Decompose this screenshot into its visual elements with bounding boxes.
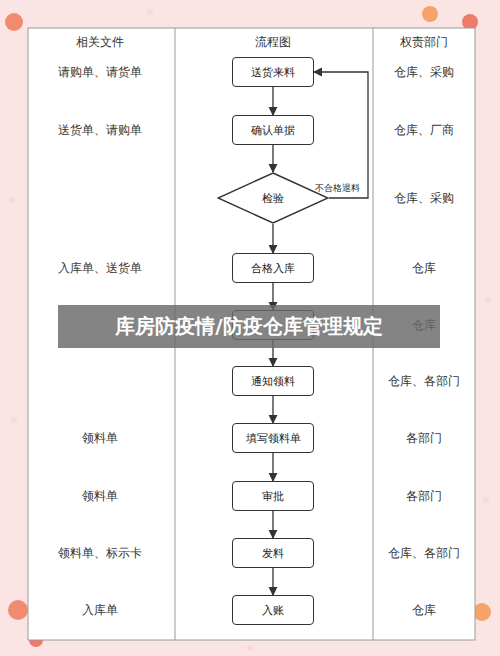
process-box: 确认单据 [232, 115, 314, 145]
node-text: 检验 [262, 191, 284, 206]
table-cell: 入库单 [82, 603, 118, 618]
table-cell: 请购单、请货单 [58, 65, 142, 80]
process-box: 审批 [232, 481, 314, 511]
flow-arrow [272, 396, 273, 423]
column-header: 流程图 [255, 35, 291, 50]
table-cell: 仓库、厂商 [394, 123, 454, 138]
table-cell: 领料单 [82, 431, 118, 446]
node-text: 送货来料 [251, 65, 295, 80]
flow-arrow [272, 145, 273, 172]
decision-diamond: 检验 [217, 172, 329, 224]
flow-arrow [272, 87, 273, 115]
column-header: 相关文件 [76, 35, 124, 50]
background-dots [9, 9, 491, 651]
corner-fruits [5, 6, 491, 647]
flow-arrow [272, 224, 273, 253]
flow-arrow [272, 453, 273, 481]
process-box: 送货来料 [232, 57, 314, 87]
flow-arrow [314, 72, 368, 198]
table-cell: 领料单 [82, 489, 118, 504]
table-frame [28, 28, 475, 640]
flow-arrow [272, 511, 273, 538]
node-text: 入账 [262, 603, 284, 618]
title-banner: 库房防疫情/防疫仓库管理规定 [58, 305, 440, 348]
node-text: 发料 [262, 546, 284, 561]
table-cell: 仓库、采购 [394, 65, 454, 80]
node-text: 通知领料 [251, 374, 295, 389]
process-box: 发料 [232, 538, 314, 568]
process-box: 合格入库 [232, 253, 314, 283]
table-cell: 仓库、各部门 [388, 546, 460, 561]
node-text: 审批 [262, 489, 284, 504]
flow-arrow [272, 568, 273, 595]
table-cell: 各部门 [406, 489, 442, 504]
process-box: 通知领料 [232, 366, 314, 396]
edge-label: 不合格退料 [315, 182, 360, 195]
table-cell: 仓库 [412, 603, 436, 618]
table-cell: 各部门 [406, 431, 442, 446]
process-box: 填写领料单 [232, 423, 314, 453]
node-text: 合格入库 [251, 261, 295, 276]
node-text: 填写领料单 [246, 431, 301, 446]
table-cell: 仓库、采购 [394, 191, 454, 206]
table-cell: 仓库 [412, 261, 436, 276]
process-box: 入账 [232, 595, 314, 625]
node-text: 确认单据 [251, 123, 295, 138]
table-cell: 仓库、各部门 [388, 374, 460, 389]
table-cell: 领料单、标示卡 [58, 546, 142, 561]
table-cell: 入库单、送货单 [58, 261, 142, 276]
column-header: 权责部门 [400, 35, 448, 50]
table-cell: 送货单、请购单 [58, 123, 142, 138]
